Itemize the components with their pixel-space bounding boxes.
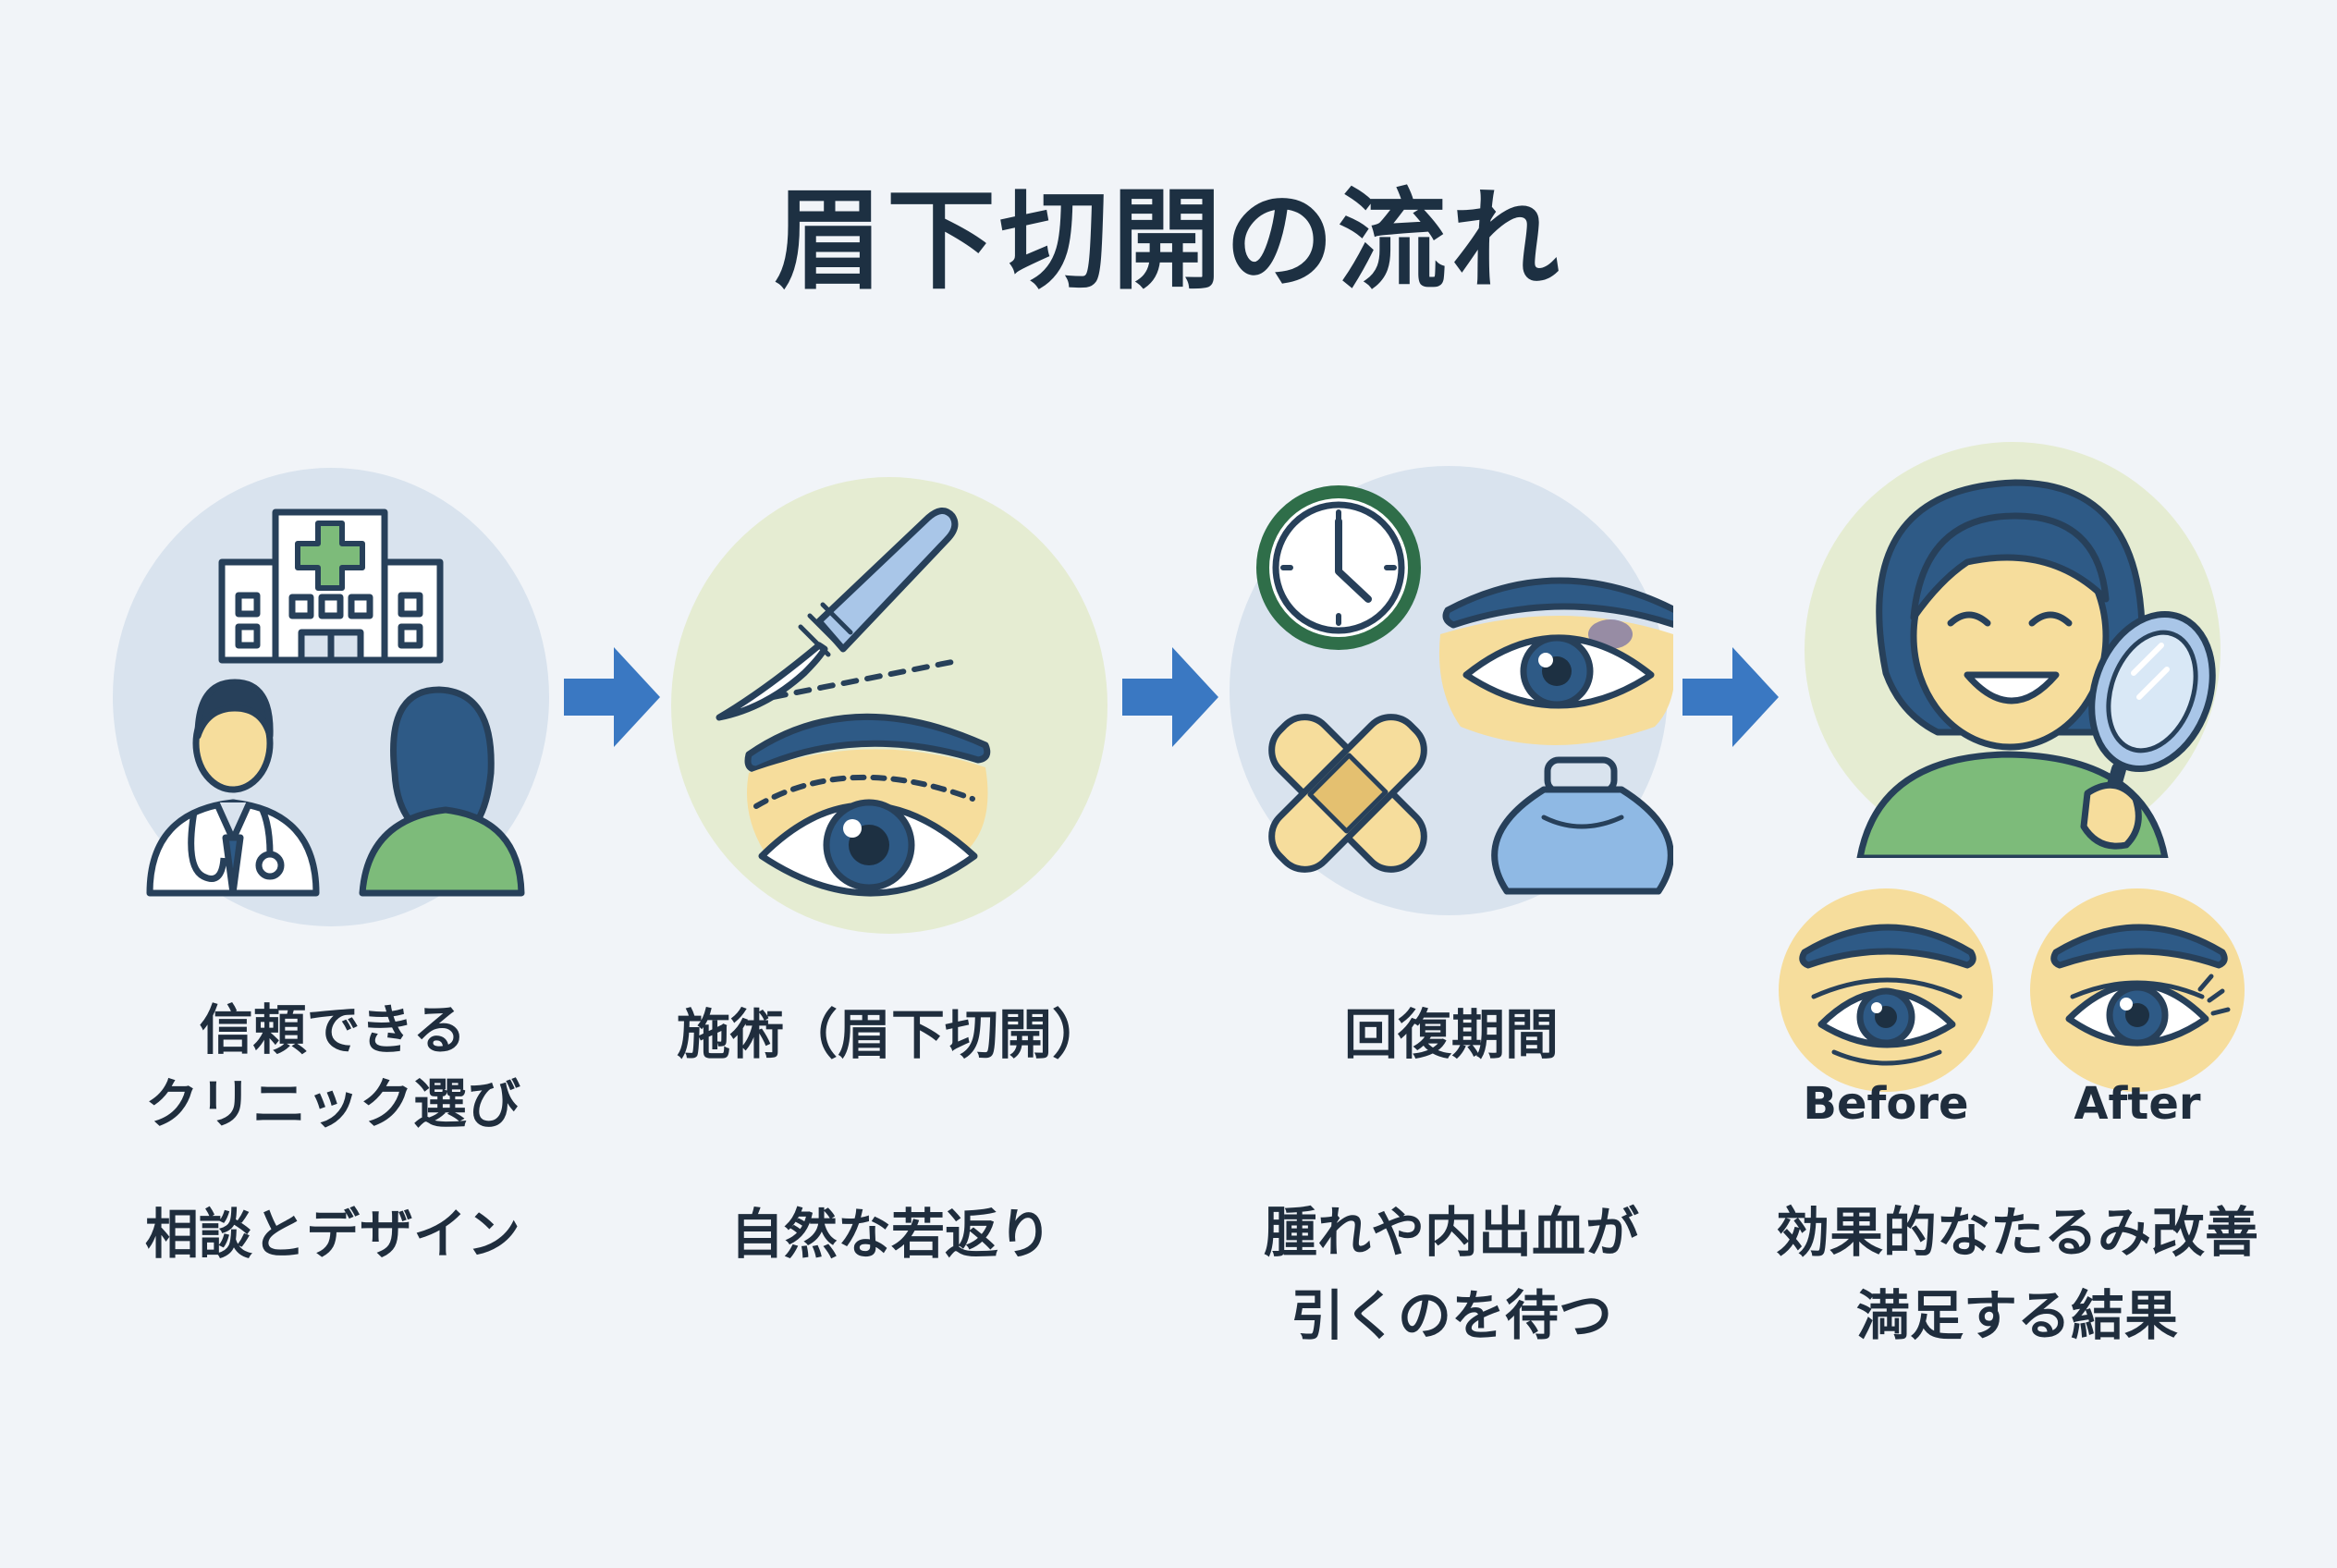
step-4-description: 効果的なたるみ改善 満足する結果 (1731, 1191, 2304, 1357)
before-eye-icon (1779, 888, 1993, 1092)
step-3-heading: 回復期間 (1193, 993, 1710, 1076)
step-1-heading: 信頼できる クリニック選び (74, 993, 592, 1141)
step-1-heading-line-1: 信頼できる (199, 998, 467, 1061)
step-3-description-line-2: 引くのを待つ (1290, 1284, 1612, 1347)
step-2-description: 自然な若返り (614, 1193, 1168, 1276)
page-title: 眉下切開の流れ (773, 177, 1563, 304)
arrow-right-icon (564, 647, 660, 747)
step-1-description-line-1: 相談とデザイン (144, 1203, 520, 1266)
step-2-description-line-1: 自然な若返り (729, 1203, 1052, 1266)
step-4-description-line-2: 満足する結果 (1855, 1284, 2178, 1347)
scalpel-eye-incision-icon (716, 508, 991, 897)
step-2-heading: 施術（眉下切開） (614, 993, 1168, 1076)
after-label: After (2074, 1078, 2201, 1130)
after-eye-icon (2030, 888, 2245, 1092)
arrow-right-icon (1682, 647, 1779, 747)
arrow-right-icon (1122, 647, 1218, 747)
step-3-heading-line-1: 回復期間 (1343, 1003, 1559, 1066)
step-1-description: 相談とデザイン (74, 1193, 592, 1276)
step-2-heading-line-1: 施術（眉下切開） (676, 1003, 1106, 1066)
hospital-consultation-icon (146, 508, 525, 897)
step-3-description-line-1: 腫れや内出血が (1263, 1201, 1639, 1264)
before-label: Before (1803, 1078, 1969, 1130)
satisfied-woman-mirror-icon (1856, 479, 2216, 858)
step-3-description: 腫れや内出血が 引くのを待つ (1193, 1191, 1710, 1357)
recovery-icons (1256, 485, 1673, 895)
step-4-description-line-1: 効果的なたるみ改善 (1775, 1201, 2258, 1264)
step-1-heading-line-2: クリニック選び (144, 1072, 520, 1135)
